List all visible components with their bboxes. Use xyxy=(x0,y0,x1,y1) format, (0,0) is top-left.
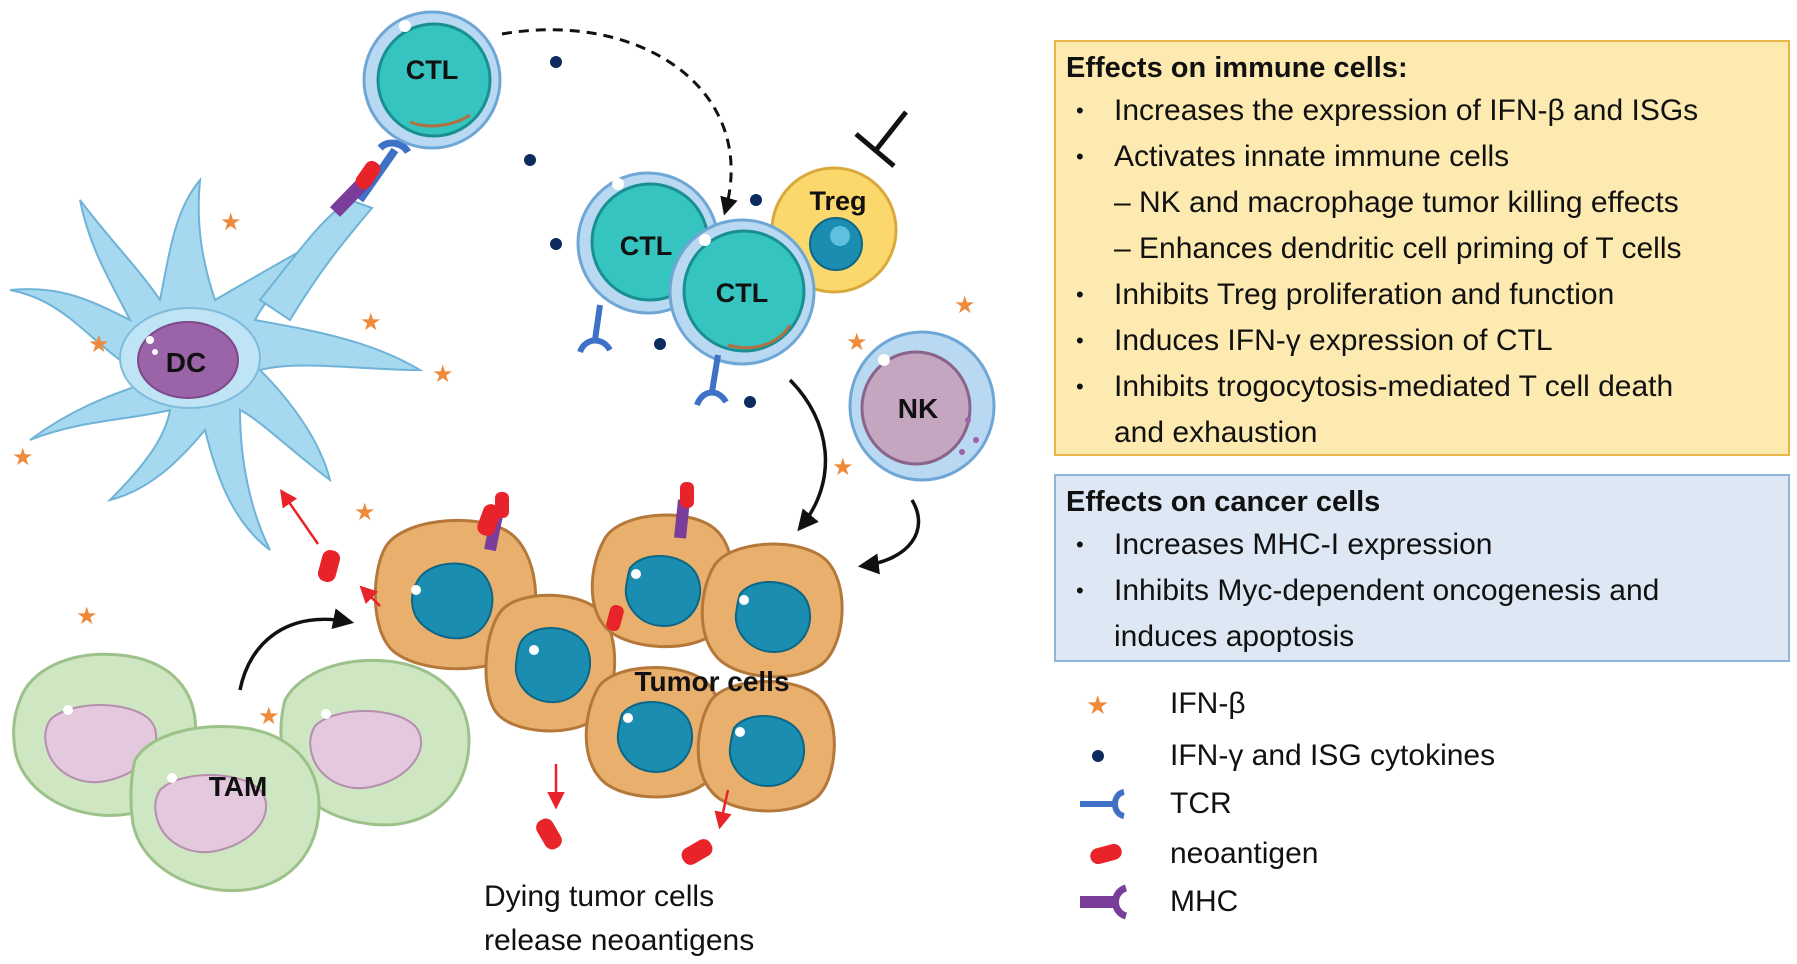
tam-to-tumor-arrow xyxy=(238,608,355,691)
legend-item-ifn-gamma: IFN-γ and ISG cytokines xyxy=(1080,734,1580,778)
svg-text:★: ★ xyxy=(88,330,110,358)
ctl-top-label: CTL xyxy=(406,55,458,85)
dashed-migration-arrow xyxy=(501,28,738,216)
tam-cell xyxy=(129,725,321,893)
svg-text:★: ★ xyxy=(76,602,98,630)
list-item: •Increases MHC-I expression xyxy=(1062,522,1778,568)
mhc-receptor-icon xyxy=(1080,884,1128,920)
ctl-cell-top xyxy=(362,10,502,150)
svg-text:★: ★ xyxy=(1086,691,1109,721)
legend-label: neoantigen xyxy=(1170,837,1319,870)
list-item: •Inhibits Treg proliferation and functio… xyxy=(1062,272,1778,318)
list-item: •Increases the expression of IFN-β and I… xyxy=(1062,88,1778,134)
svg-text:★: ★ xyxy=(846,328,868,356)
legend-item-neoantigen: neoantigen xyxy=(1080,832,1580,876)
ctl-middle-right-label: CTL xyxy=(716,278,768,308)
bullet-icon: • xyxy=(1076,374,1084,399)
svg-text:★: ★ xyxy=(220,208,242,236)
list-item: •Inhibits Myc-dependent oncogenesis and xyxy=(1062,568,1778,614)
tumor-cell xyxy=(484,593,617,733)
cancer-effects-panel: Effects on cancer cells •Increases MHC-I… xyxy=(1054,474,1790,662)
orange-star-icon: ★ xyxy=(1086,691,1109,721)
bullet-icon: • xyxy=(1076,144,1084,169)
cancer-panel-title: Effects on cancer cells xyxy=(1066,486,1381,518)
tam-cell xyxy=(279,658,471,827)
nk-cell xyxy=(848,330,996,482)
treg-inhibition-icon xyxy=(854,110,908,168)
svg-text:★: ★ xyxy=(12,443,34,471)
navy-dot-icon xyxy=(1092,750,1104,762)
legend-label: MHC xyxy=(1170,885,1239,918)
svg-text:★: ★ xyxy=(432,360,454,388)
immune-effects-list: •Increases the expression of IFN-β and I… xyxy=(1062,88,1778,456)
ifn-beta-stars: ★ ★ ★ ★ ★ ★ ★ ★ ★ ★ ★ xyxy=(12,208,976,730)
legend: ★ IFN-β IFN-γ and ISG cytokines TCR neoa… xyxy=(1080,682,1580,952)
list-item: •Inhibits trogocytosis-mediated T cell d… xyxy=(1062,364,1778,410)
tcr-receptor-icon xyxy=(1080,789,1126,819)
dc-label: DC xyxy=(166,347,206,378)
bullet-icon: • xyxy=(1076,328,1084,353)
list-item: induces apoptosis xyxy=(1114,620,1355,653)
svg-text:★: ★ xyxy=(360,308,382,336)
nk-label: NK xyxy=(898,393,938,424)
immune-panel-title: Effects on immune cells: xyxy=(1066,52,1408,84)
svg-text:★: ★ xyxy=(258,702,280,730)
ctl-to-tumor-arrow xyxy=(788,378,828,532)
tumor-cell xyxy=(700,542,844,679)
tumor-cell xyxy=(696,680,836,813)
treg-label: Treg xyxy=(809,186,866,216)
list-item: – Enhances dendritic cell priming of T c… xyxy=(1114,232,1682,265)
legend-label: IFN-γ and ISG cytokines xyxy=(1170,739,1496,772)
neoantigen-pill-icon xyxy=(1090,843,1122,865)
bullet-icon: • xyxy=(1076,282,1084,307)
caption-line-1: Dying tumor cells xyxy=(484,880,714,913)
tam-label: TAM xyxy=(209,771,268,802)
tumor-cell-cluster xyxy=(373,482,844,813)
dc-ctl-synapse xyxy=(329,139,411,217)
released-neoantigens xyxy=(280,489,732,865)
tam-cell-cluster xyxy=(12,652,471,893)
list-item: and exhaustion xyxy=(1114,416,1318,449)
legend-label: TCR xyxy=(1170,787,1232,820)
legend-label: IFN-β xyxy=(1170,687,1246,720)
immune-effects-panel: Effects on immune cells: •Increases the … xyxy=(1054,40,1790,456)
dendritic-cell xyxy=(9,176,424,551)
svg-text:★: ★ xyxy=(954,291,976,319)
ifn-gamma-cytokine-dots xyxy=(524,56,762,408)
svg-text:★: ★ xyxy=(354,498,376,526)
svg-text:★: ★ xyxy=(832,453,854,481)
cancer-effects-list: •Increases MHC-I expression •Inhibits My… xyxy=(1062,522,1778,660)
legend-item-tcr: TCR xyxy=(1080,782,1580,826)
list-item: •Activates innate immune cells xyxy=(1062,134,1778,180)
list-item: – NK and macrophage tumor killing effect… xyxy=(1114,186,1679,219)
list-item: •Induces IFN-γ expression of CTL xyxy=(1062,318,1778,364)
bullet-icon: • xyxy=(1076,98,1084,123)
tumor-cells-label: Tumor cells xyxy=(634,666,789,697)
legend-item-ifn-beta: ★ IFN-β xyxy=(1080,682,1580,726)
bullet-icon: • xyxy=(1076,532,1084,557)
tumor-cell xyxy=(584,666,724,799)
nk-to-tumor-arrow xyxy=(857,499,921,575)
tumor-cell xyxy=(590,513,735,649)
bullet-icon: • xyxy=(1076,578,1084,603)
caption-line-2: release neoantigens xyxy=(484,924,754,957)
ctl-middle-left-label: CTL xyxy=(620,231,672,261)
ctl-cell-middle-right xyxy=(668,218,816,407)
legend-item-mhc: MHC xyxy=(1080,880,1580,924)
